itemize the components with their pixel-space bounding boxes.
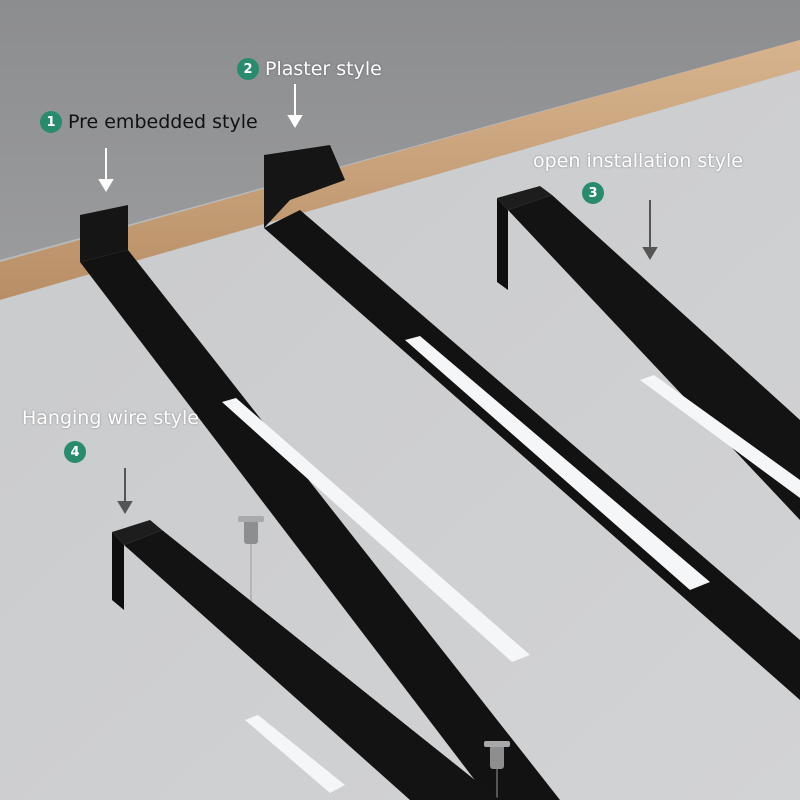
arrow-4 (117, 468, 133, 514)
fixture-pre-embedded (80, 205, 560, 800)
arrow-1 (98, 148, 114, 192)
fixture-plaster (264, 145, 800, 700)
label-plaster: Plaster style (265, 58, 382, 80)
label-hanging-wire: Hanging wire style (22, 407, 199, 429)
wood-trim (0, 40, 800, 300)
callout-plaster: 2 Plaster style (237, 58, 382, 80)
badge-3: 3 (582, 182, 604, 204)
label-pre-embedded: Pre embedded style (68, 111, 258, 133)
fixture-open-installation (497, 186, 800, 520)
badge-4: 4 (64, 441, 86, 463)
label-open-installation: open installation style (533, 150, 743, 172)
badge-1: 1 (40, 111, 62, 133)
badge-2: 2 (237, 58, 259, 80)
arrow-2 (287, 84, 303, 128)
fixture-hanging-wire (112, 516, 510, 800)
arrow-3 (642, 200, 658, 260)
callout-pre-embedded: 1 Pre embedded style (40, 111, 258, 133)
upper-ceiling (0, 0, 800, 260)
